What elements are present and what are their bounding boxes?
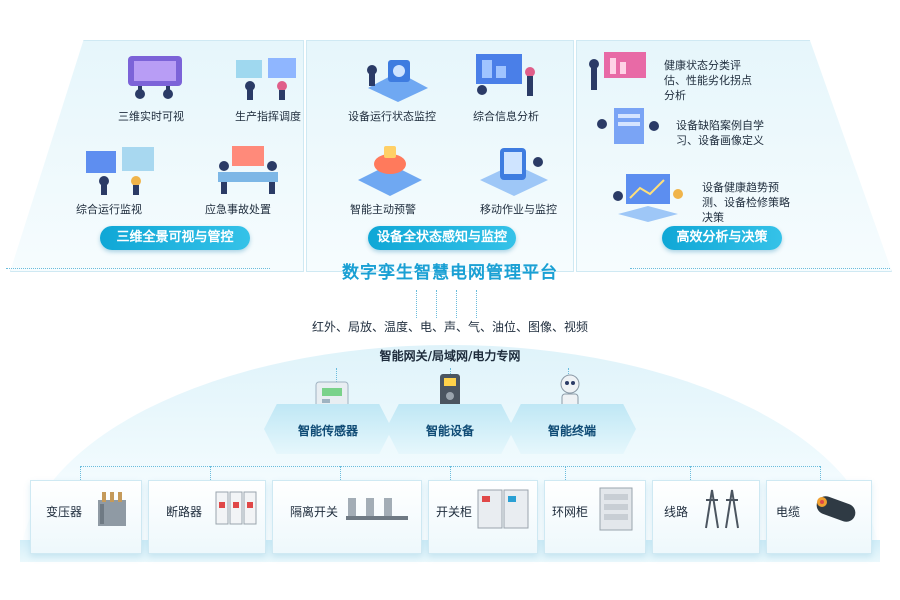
feature-mobile-ops: 移动作业与监控 xyxy=(480,203,557,216)
mobile-ops-illustration xyxy=(474,144,554,198)
equipment-label-breaker: 断路器 xyxy=(166,505,203,519)
feature-early-warning: 智能主动预警 xyxy=(350,203,416,216)
category-visualization-button[interactable]: 三维全景可视与管控 xyxy=(100,226,250,250)
connector-line xyxy=(690,466,691,480)
self-learning-illustration xyxy=(592,104,664,156)
feature-monitor: 综合运行监视 xyxy=(76,203,142,216)
network-gateway-label: 智能网关/局域网/电力专网 xyxy=(379,349,521,363)
connector-line xyxy=(476,290,477,318)
connector-line xyxy=(210,466,211,480)
smart-device-icon xyxy=(432,372,468,412)
connector-line xyxy=(436,290,437,318)
device-label-terminal: 智能终端 xyxy=(547,424,596,438)
feature-dispatch: 生产指挥调度 xyxy=(235,110,301,123)
info-analysis-illustration xyxy=(468,50,548,104)
frame-bottom-dashed-right xyxy=(630,268,890,269)
equipment-cable xyxy=(766,480,872,554)
feature-health-eval: 健康状态分类评估、性能劣化拐点分析 xyxy=(664,59,752,102)
sensor-data-types: 红外、局放、温度、电、声、气、油位、图像、视频 xyxy=(311,320,588,334)
device-label-sensor: 智能传感器 xyxy=(297,424,358,438)
breaker-icon xyxy=(212,488,258,528)
connector-line xyxy=(450,466,451,480)
frame-bottom-dashed xyxy=(6,268,270,269)
equipment-label-disconnector: 隔离开关 xyxy=(290,505,339,519)
sensor-icon xyxy=(312,378,352,412)
ring-main-unit-icon xyxy=(596,486,636,532)
switchgear-icon xyxy=(476,488,530,530)
equipment-line xyxy=(652,480,760,554)
connector-line xyxy=(456,290,457,318)
monitor-illustration xyxy=(80,143,160,197)
equipment-label-switchgear: 开关柜 xyxy=(436,505,473,519)
connector-line xyxy=(80,466,81,480)
disconnector-icon xyxy=(344,490,410,526)
connector-line xyxy=(820,466,821,480)
feature-device-status: 设备运行状态监控 xyxy=(348,110,436,123)
terminal-platform xyxy=(508,404,636,454)
feature-self-learning: 设备缺陷案例自学习、设备画像定义 xyxy=(676,119,764,147)
device-status-illustration xyxy=(358,52,438,104)
feature-info-analysis: 综合信息分析 xyxy=(473,110,539,123)
health-eval-illustration xyxy=(580,48,652,98)
equipment-label-transformer: 变压器 xyxy=(46,505,83,519)
feature-emergency: 应急事故处置 xyxy=(205,203,271,216)
emergency-illustration xyxy=(208,142,288,196)
equipment-label-ring-main: 环网柜 xyxy=(552,505,589,519)
connector-line xyxy=(565,466,566,480)
dispatch-illustration xyxy=(232,54,302,102)
cable-icon xyxy=(810,490,860,528)
trend-predict-illustration xyxy=(608,170,688,224)
power-line-tower-icon xyxy=(700,486,744,530)
category-perception-button[interactable]: 设备全状态感知与监控 xyxy=(368,226,516,250)
3d-visual-illustration xyxy=(120,52,190,102)
device-label-smart-device: 智能设备 xyxy=(425,424,474,438)
equipment-label-cable: 电缆 xyxy=(776,505,801,519)
sensor-platform xyxy=(264,404,392,454)
device-platform xyxy=(386,404,514,454)
connector-line xyxy=(340,466,341,480)
feature-3d-realtime: 三维实时可视 xyxy=(118,110,184,123)
platform-title: 数字孪生智慧电网管理平台 xyxy=(342,263,558,283)
connector-line xyxy=(416,290,417,318)
feature-trend-predict: 设备健康趋势预测、设备检修策略决策 xyxy=(702,181,790,224)
early-warning-illustration xyxy=(350,142,430,198)
transformer-icon xyxy=(92,488,132,530)
category-analysis-button[interactable]: 高效分析与决策 xyxy=(662,226,782,250)
equipment-label-line: 线路 xyxy=(664,505,689,519)
